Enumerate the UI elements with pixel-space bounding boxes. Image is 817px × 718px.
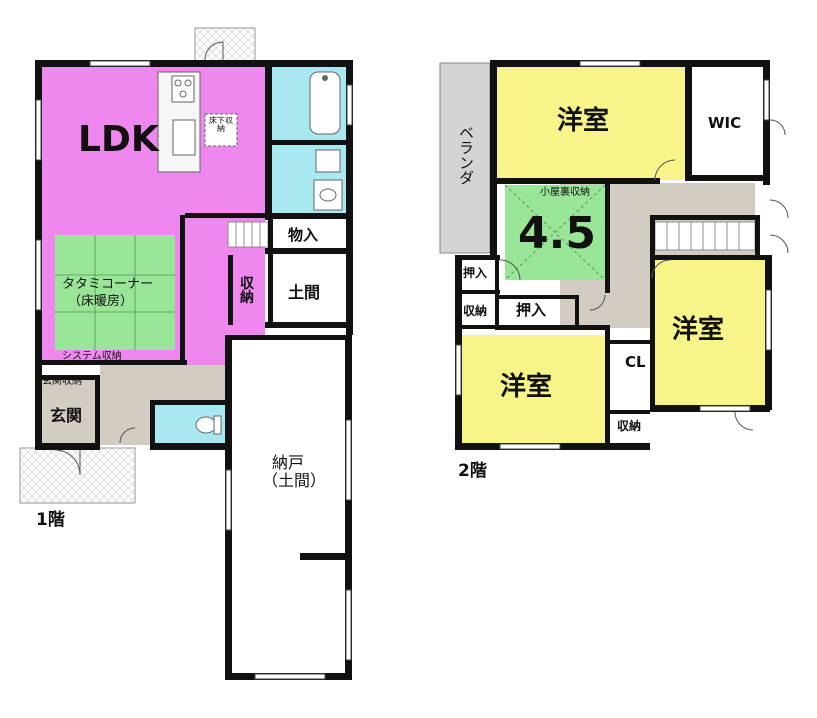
oshiire-mid-label: 押入 — [516, 301, 547, 319]
doma-label: 土間 — [288, 283, 321, 302]
floor1-plan — [19, 27, 353, 680]
porch-mesh — [19, 447, 136, 504]
bathtub — [309, 71, 341, 135]
windows-1f — [35, 60, 353, 680]
tatami-area — [55, 235, 175, 350]
entrance-label: 玄関 — [50, 406, 83, 425]
toilet-bowl — [195, 416, 217, 434]
rear-step-mesh — [194, 27, 256, 64]
kitchen-sink — [172, 119, 196, 156]
doors-1f — [54, 41, 224, 476]
western-right-floor — [655, 260, 765, 405]
doma-floor — [272, 255, 347, 325]
underfloor-storage-box — [204, 113, 238, 147]
tatami-note-label: （床暖房） — [68, 294, 134, 309]
tatami-grid — [55, 235, 175, 350]
windows-2f — [455, 60, 772, 450]
attic-storage-label: 小屋裏収納 — [540, 187, 590, 198]
entrance-floor — [40, 380, 95, 445]
doors-2f — [499, 119, 789, 431]
washbasin — [313, 179, 343, 211]
stairs-1f — [227, 221, 269, 248]
oshiire-left-label: 押入 — [463, 266, 488, 280]
storage-left-label: 収納 — [463, 304, 488, 318]
attic-diagonals — [504, 184, 606, 281]
system-storage-label: システム収納 — [62, 351, 122, 362]
cooktop — [171, 75, 195, 103]
veranda-label: ベランダ — [457, 125, 475, 185]
stairs-2f — [654, 221, 756, 251]
nando-note-label: （土間） — [262, 471, 327, 490]
wic-label: WIC — [708, 114, 742, 132]
washing-machine — [315, 149, 341, 173]
storage-bottom-label: 収納 — [617, 419, 642, 433]
western-top-label: 洋室 — [557, 106, 610, 136]
western-right-label: 洋室 — [672, 315, 725, 345]
western-bottom-floor — [460, 335, 610, 445]
nando-floor — [232, 340, 350, 678]
entrance-storage-label: 玄関収納 — [42, 376, 82, 387]
western-top-floor — [495, 65, 685, 180]
tatami-size-label: 4.5 — [518, 208, 596, 259]
nando-label: 納戸 — [272, 453, 305, 472]
western-bottom-label: 洋室 — [500, 372, 553, 402]
closet-label: CL — [625, 353, 646, 371]
floor1-caption: 1階 — [36, 510, 65, 530]
storage-shu-label: 収納 — [240, 276, 254, 306]
tatami-label: タタミコーナー — [62, 277, 154, 292]
underfloor-storage-label: 床下収納 — [209, 116, 233, 133]
storage-mono-label: 物入 — [288, 226, 319, 244]
floor2-plan — [439, 60, 789, 450]
ldk-label: LDK — [78, 119, 159, 160]
floor2-caption: 2階 — [458, 461, 487, 481]
